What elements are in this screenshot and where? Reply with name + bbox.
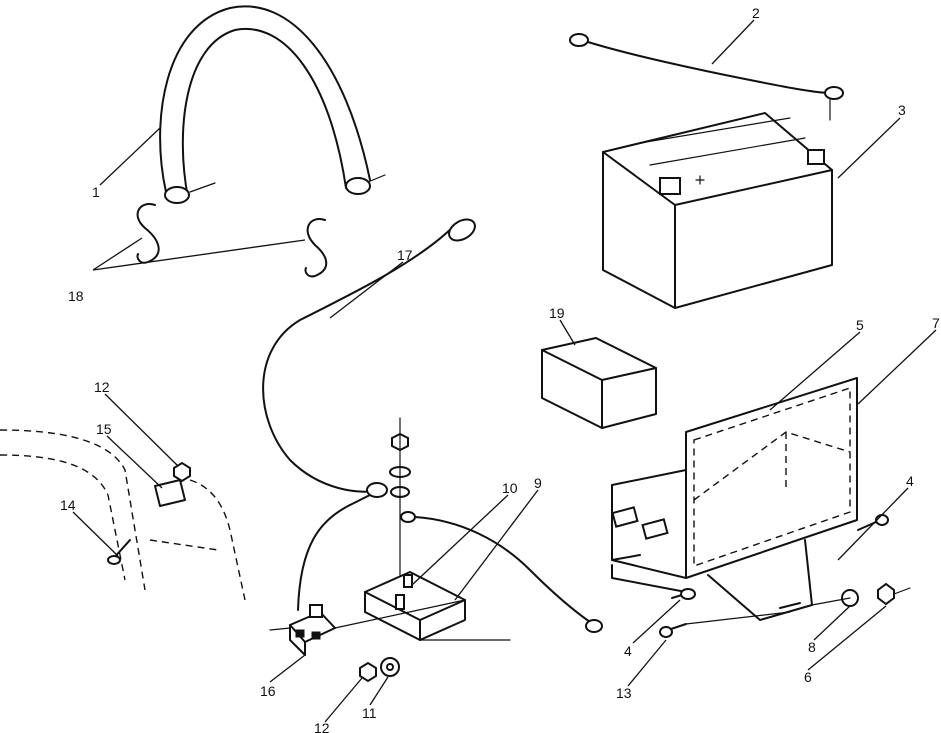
lower-nut-washer <box>269 599 511 683</box>
battery <box>602 112 833 309</box>
callout-10: 10 <box>502 480 518 496</box>
callout-12-upper: 12 <box>94 379 110 395</box>
callout-15: 15 <box>96 421 112 437</box>
frame-bracket <box>0 429 246 601</box>
callout-19: 19 <box>549 305 565 321</box>
callout-18: 18 <box>68 288 84 304</box>
callout-3: 3 <box>898 102 906 118</box>
callout-12-lower: 12 <box>314 720 330 733</box>
terminal-hardware <box>389 417 411 576</box>
callout-4-lower: 4 <box>624 643 632 659</box>
callout-labels: 1 2 3 4 4 5 6 7 8 9 10 11 12 12 13 14 15… <box>60 5 940 733</box>
s-hooks <box>136 203 328 278</box>
callout-17: 17 <box>397 247 413 263</box>
callout-16: 16 <box>260 683 276 699</box>
callout-13: 13 <box>616 685 632 701</box>
lead-cable <box>400 511 603 633</box>
callout-7: 7 <box>932 315 940 331</box>
battery-tray <box>611 377 858 621</box>
callout-9: 9 <box>534 475 542 491</box>
callout-4-upper: 4 <box>906 473 914 489</box>
tray-hardware <box>659 514 911 638</box>
positive-cable <box>262 218 476 611</box>
callout-6: 6 <box>804 669 812 685</box>
ground-cable <box>569 33 844 121</box>
battery-block <box>541 337 657 429</box>
callout-2: 2 <box>752 5 760 21</box>
hold-down-strap <box>159 5 386 204</box>
callout-8: 8 <box>808 639 816 655</box>
callout-5: 5 <box>856 317 864 333</box>
leader-lines <box>72 19 937 723</box>
callout-1: 1 <box>92 184 100 200</box>
callout-14: 14 <box>60 497 76 513</box>
connector <box>289 604 336 656</box>
callout-11: 11 <box>362 705 377 721</box>
